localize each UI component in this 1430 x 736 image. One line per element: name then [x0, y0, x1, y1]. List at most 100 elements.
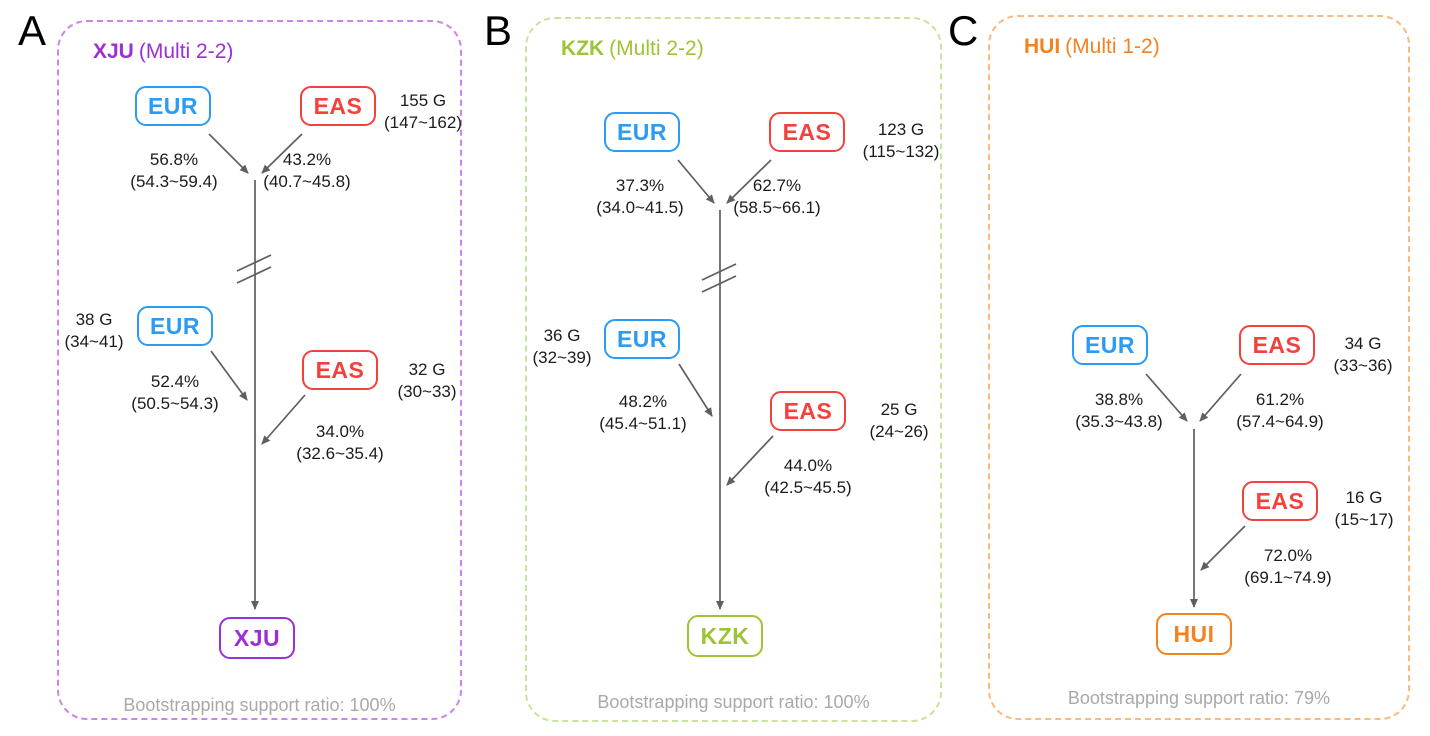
panel-title: KZK(Multi 2-2) — [561, 37, 704, 61]
percent-ci: (57.4~64.9) — [1236, 412, 1324, 432]
percent-value: 38.8% — [1094, 390, 1144, 409]
admixture-proportion-label: 43.2% (40.7~45.8) — [251, 149, 363, 193]
admixture-arrow-eas — [726, 159, 772, 204]
timeline-break-mark — [236, 266, 272, 284]
time-value: 36 G — [543, 326, 581, 345]
tree-connectors — [208, 133, 306, 610]
percent-ci: (69.1~74.9) — [1244, 568, 1332, 588]
admixture-proportion-label: 48.2% (45.4~51.1) — [587, 391, 699, 435]
panel-title-population: XJU — [93, 40, 134, 63]
population-node-eas: EAS — [1242, 481, 1318, 521]
node-label: EUR — [1084, 331, 1136, 358]
node-label: EUR — [616, 325, 668, 352]
panel-title-model: (Multi 2-2) — [609, 37, 704, 60]
admixture-arrow-eur2 — [210, 350, 248, 401]
panel-letter-a: A — [18, 7, 47, 54]
time-ci: (33~36) — [1333, 356, 1393, 376]
bootstrap-support-label: Bootstrapping support ratio: 100% — [123, 695, 396, 715]
node-label: XJU — [233, 624, 281, 651]
percent-ci: (32.6~35.4) — [296, 444, 384, 464]
time-value: 32 G — [408, 360, 446, 379]
time-value: 34 G — [1344, 334, 1382, 353]
admixture-arrow-eas — [1199, 373, 1242, 422]
node-label: EAS — [313, 92, 363, 119]
bootstrap-support-label: Bootstrapping support ratio: 79% — [1067, 688, 1331, 708]
node-label: EAS — [782, 118, 832, 145]
population-node-eas: EAS — [302, 350, 378, 390]
time-ci: (30~33) — [397, 382, 457, 402]
time-ci: (15~17) — [1334, 510, 1394, 530]
time-value: 16 G — [1345, 488, 1383, 507]
panel-title: HUI(Multi 1-2) — [1024, 35, 1160, 59]
percent-ci: (40.7~45.8) — [263, 172, 351, 192]
admixture-arrow-eas2 — [1200, 525, 1246, 571]
admixture-proportion-label: 37.3% (34.0~41.5) — [584, 175, 696, 219]
percent-value: 43.2% — [282, 150, 332, 169]
percent-value: 61.2% — [1255, 390, 1305, 409]
panel-letter-c: C — [948, 7, 979, 54]
node-label: EAS — [1255, 487, 1305, 514]
population-node-eas: EAS — [300, 86, 376, 126]
percent-value: 52.4% — [150, 372, 200, 391]
population-node-eas: EAS — [769, 112, 845, 152]
population-node-eur: EUR — [137, 306, 213, 346]
admixture-arrow-eas — [261, 133, 303, 174]
node-label: EUR — [149, 312, 201, 339]
node-label: EAS — [783, 397, 833, 424]
admixture-arrow-eur — [677, 159, 715, 204]
time-value: 155 G — [399, 91, 447, 110]
percent-ci: (42.5~45.5) — [764, 478, 852, 498]
percent-ci: (45.4~51.1) — [599, 414, 687, 434]
node-label: EUR — [147, 92, 199, 119]
percent-value: 44.0% — [783, 456, 833, 475]
percent-value: 62.7% — [752, 176, 802, 195]
admixture-proportion-label: 61.2% (57.4~64.9) — [1224, 389, 1336, 433]
time-ci: (115~132) — [862, 142, 940, 162]
percent-value: 56.8% — [149, 150, 199, 169]
population-node-eur: EUR — [604, 112, 680, 152]
population-node-eur: EUR — [604, 319, 680, 359]
percent-ci: (34.0~41.5) — [596, 198, 684, 218]
time-ci: (34~41) — [64, 332, 124, 352]
admixture-proportion-label: 52.4% (50.5~54.3) — [119, 371, 231, 415]
time-value: 38 G — [75, 310, 113, 329]
admixture-proportion-label: 44.0% (42.5~45.5) — [752, 455, 864, 499]
node-label: HUI — [1173, 620, 1215, 647]
percent-value: 37.3% — [615, 176, 665, 195]
panel-title-population: HUI — [1024, 35, 1061, 58]
population-node-eur: EUR — [1072, 325, 1148, 365]
timeline-break-mark — [701, 275, 737, 293]
admixture-arrow-eur — [208, 133, 249, 174]
admixture-arrow-eas2 — [261, 394, 306, 445]
population-node-eur: EUR — [135, 86, 211, 126]
percent-ci: (35.3~43.8) — [1075, 412, 1163, 432]
percent-value: 34.0% — [315, 422, 365, 441]
target-node: XJU — [219, 617, 295, 659]
panel-title-model: (Multi 2-2) — [138, 40, 234, 63]
admixture-proportion-label: 62.7% (58.5~66.1) — [721, 175, 833, 219]
panel-title: XJU(Multi 2-2) — [93, 40, 233, 64]
admixture-proportion-label: 34.0% (32.6~35.4) — [284, 421, 396, 465]
node-label: EAS — [1252, 331, 1302, 358]
node-label: EUR — [616, 118, 668, 145]
admixture-time-label: 32 G (30~33) — [382, 359, 472, 403]
admixture-arrow-eur2 — [678, 363, 713, 417]
node-label: KZK — [700, 622, 750, 649]
admixture-proportion-label: 72.0% (69.1~74.9) — [1232, 545, 1344, 589]
percent-value: 48.2% — [618, 392, 668, 411]
admixture-time-label: 155 G (147~162) — [368, 90, 478, 134]
timeline-break-mark — [236, 254, 272, 272]
panel-hui: HUI(Multi 1-2) EUR EAS 34 G (33~36) 38.8… — [988, 15, 1410, 720]
time-value: 25 G — [880, 400, 918, 419]
admixture-proportion-label: 56.8% (54.3~59.4) — [118, 149, 230, 193]
admixture-time-label: 16 G (15~17) — [1319, 487, 1409, 531]
admixture-time-label: 123 G (115~132) — [846, 119, 956, 163]
panel-title-population: KZK — [561, 37, 605, 60]
panel-letter-b: B — [484, 7, 513, 54]
target-node: KZK — [687, 615, 763, 657]
percent-ci: (58.5~66.1) — [733, 198, 821, 218]
admixture-proportion-label: 38.8% (35.3~43.8) — [1063, 389, 1175, 433]
bootstrap-support-label: Bootstrapping support ratio: 100% — [597, 692, 870, 712]
population-node-eas: EAS — [770, 391, 846, 431]
admixture-time-label: 34 G (33~36) — [1318, 333, 1408, 377]
